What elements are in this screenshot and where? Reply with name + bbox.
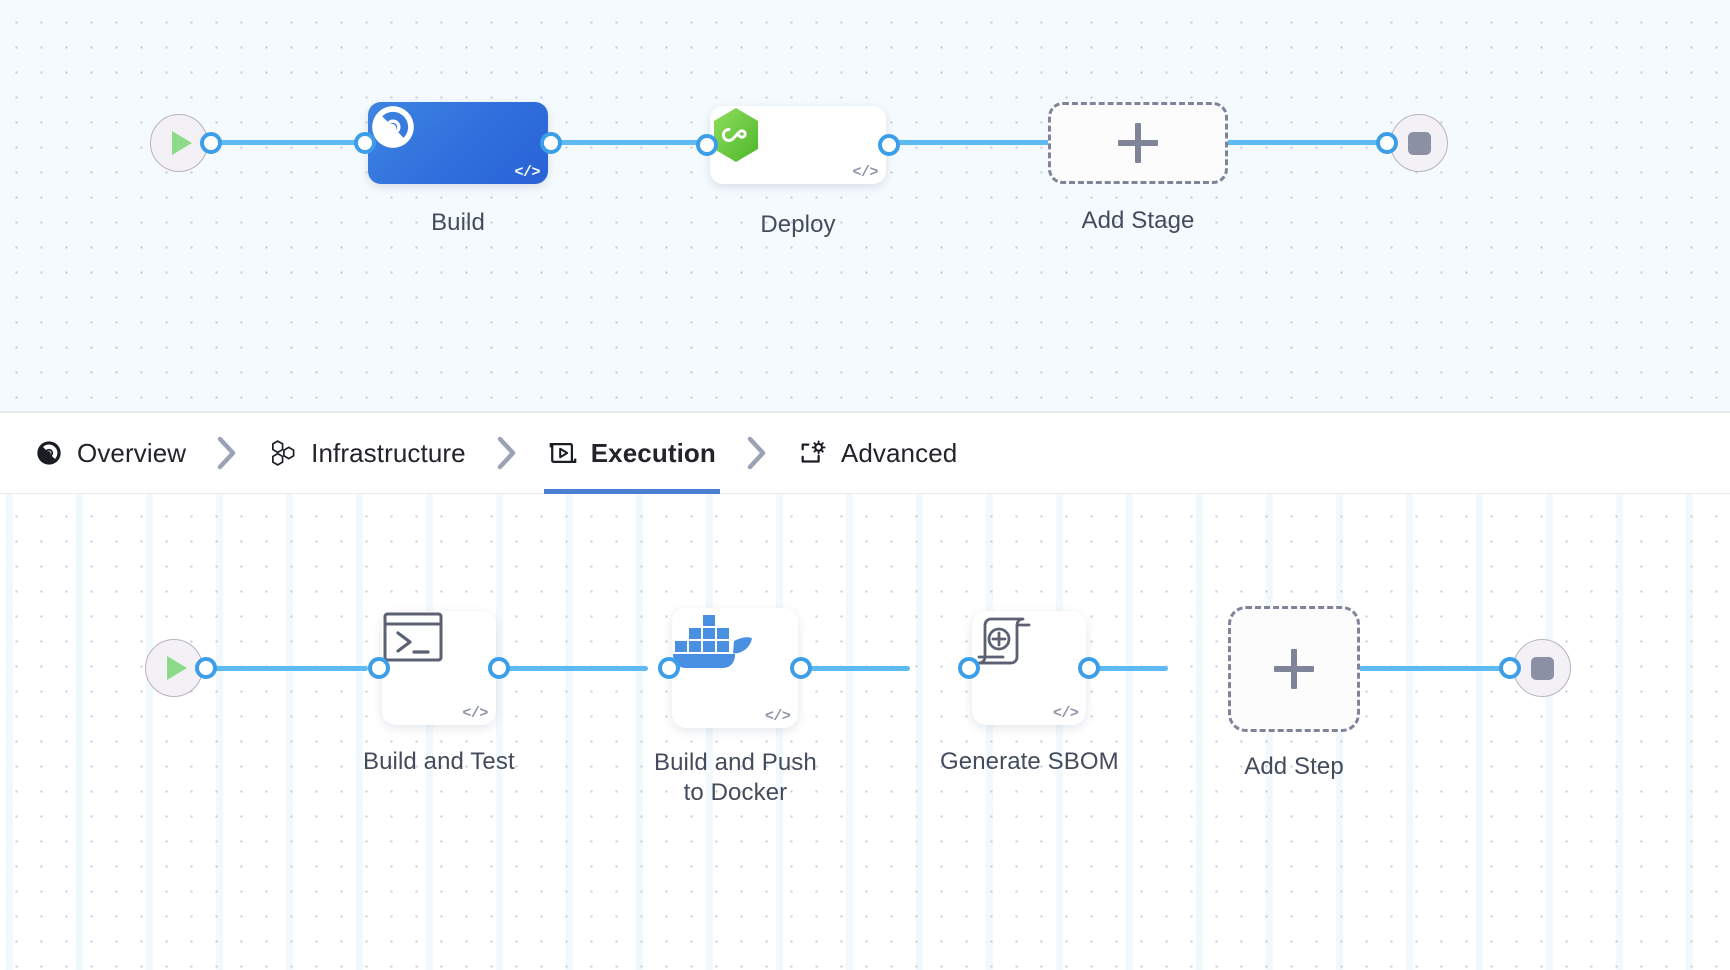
- input-port[interactable]: [696, 134, 718, 156]
- stage-label-deploy: Deploy: [760, 211, 836, 238]
- output-port[interactable]: [1078, 657, 1101, 679]
- input-port[interactable]: [658, 657, 681, 679]
- tab-overview[interactable]: Overview: [30, 412, 190, 494]
- add-step-button[interactable]: [1228, 606, 1360, 732]
- add-step-label: Add Step: [1244, 753, 1344, 780]
- add-stage-node[interactable]: Add Stage: [1048, 102, 1228, 236]
- step-node-generate-sbom[interactable]: </> Generate SBOM: [940, 611, 1119, 777]
- plus-icon: [1118, 123, 1158, 163]
- output-port[interactable]: [878, 134, 900, 156]
- output-port[interactable]: [790, 657, 813, 679]
- edge-step1-to-step2: [480, 666, 648, 671]
- step-label-build-and-test: Build and Test: [363, 748, 515, 775]
- edge-addstep-to-end: [1288, 666, 1520, 671]
- play-icon: [150, 114, 208, 172]
- terminal-icon: [383, 612, 443, 662]
- output-port[interactable]: [487, 657, 510, 679]
- stage-node-build[interactable]: </> Build: [354, 102, 562, 238]
- step-label-generate-sbom: Generate SBOM: [940, 748, 1119, 775]
- output-port[interactable]: [540, 132, 562, 154]
- edge-deploy-to-addstage: [874, 140, 1054, 145]
- docker-whale-icon: [673, 615, 753, 668]
- ci-build-icon: [372, 106, 414, 148]
- stage-node-deploy[interactable]: </> Deploy: [696, 106, 900, 240]
- code-badge-icon[interactable]: </>: [852, 164, 878, 181]
- active-tab-underline: [543, 489, 720, 494]
- chevron-right-icon: [190, 436, 264, 470]
- input-port[interactable]: [1499, 657, 1521, 679]
- tab-label-execution: Execution: [590, 437, 716, 468]
- chevron-right-icon: [470, 436, 544, 470]
- execution-play-box-icon: [548, 438, 578, 468]
- steps-start-node[interactable]: [145, 639, 217, 697]
- sbom-scroll-icon: [977, 617, 1031, 665]
- output-port[interactable]: [195, 657, 217, 679]
- tab-label-advanced: Advanced: [840, 437, 958, 468]
- cd-deploy-hexagon-icon: [714, 108, 758, 162]
- tab-advanced[interactable]: Advanced: [794, 412, 961, 494]
- stop-icon: [1513, 639, 1571, 697]
- step-label-build-and-push: Build and Push to Docker: [654, 749, 817, 807]
- output-port[interactable]: [200, 132, 222, 154]
- add-step-node[interactable]: Add Step: [1228, 606, 1360, 782]
- overview-circle-icon: [34, 438, 64, 468]
- chevron-right-icon: [720, 436, 794, 470]
- input-port[interactable]: [1376, 132, 1398, 154]
- stages-end-node[interactable]: [1376, 114, 1448, 172]
- plus-icon: [1274, 649, 1314, 689]
- code-badge-icon[interactable]: </>: [514, 164, 540, 181]
- edge-addstage-to-end: [1220, 140, 1410, 145]
- steps-canvas[interactable]: </> Build and Test: [0, 494, 1730, 970]
- input-port[interactable]: [354, 132, 376, 154]
- edge-start-to-step1: [190, 666, 368, 671]
- step-card-generate-sbom[interactable]: </>: [972, 611, 1087, 725]
- tab-label-overview: Overview: [77, 437, 187, 468]
- steps-end-node[interactable]: [1499, 639, 1571, 697]
- code-badge-icon[interactable]: </>: [764, 708, 791, 725]
- advanced-gear-box-icon: [798, 438, 828, 468]
- tab-label-infrastructure: Infrastructure: [311, 437, 466, 468]
- edge-step2-to-step3: [740, 666, 910, 671]
- code-badge-icon[interactable]: </>: [1052, 705, 1079, 722]
- input-port[interactable]: [958, 657, 981, 679]
- stage-config-tabbar: Overview Infrastructure: [0, 412, 1730, 494]
- stage-card-deploy[interactable]: </>: [710, 106, 886, 184]
- stage-label-build: Build: [431, 209, 485, 236]
- tab-execution[interactable]: Execution: [543, 412, 720, 494]
- step-card-build-and-test[interactable]: </>: [381, 611, 496, 725]
- add-stage-label: Add Stage: [1081, 207, 1195, 234]
- edge-start-to-build: [196, 140, 376, 145]
- step-node-build-and-push[interactable]: </> Build and Push to Docker: [654, 608, 817, 808]
- add-stage-button[interactable]: [1048, 102, 1228, 184]
- code-badge-icon[interactable]: </>: [462, 705, 488, 722]
- stop-icon: [1390, 114, 1448, 172]
- input-port[interactable]: [367, 657, 390, 679]
- stages-start-node[interactable]: [150, 114, 222, 172]
- stage-card-build[interactable]: </>: [368, 102, 548, 184]
- step-card-build-and-push[interactable]: </>: [672, 608, 799, 728]
- edge-build-to-deploy: [542, 140, 722, 145]
- hexagon-cluster-icon: [268, 438, 298, 468]
- tab-infrastructure[interactable]: Infrastructure: [264, 412, 470, 494]
- step-node-build-and-test[interactable]: </> Build and Test: [363, 611, 515, 777]
- stages-canvas[interactable]: </> Build: [0, 0, 1730, 412]
